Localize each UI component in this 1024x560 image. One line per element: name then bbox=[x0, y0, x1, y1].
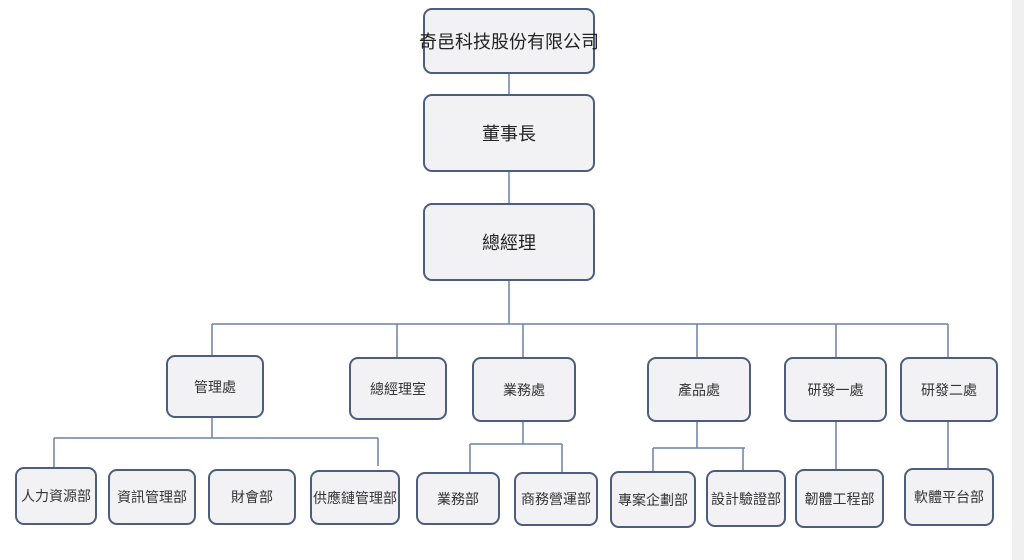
node-label: 業務處 bbox=[503, 382, 545, 399]
node-department: 韌體工程部 bbox=[795, 469, 884, 528]
node-department: 財會部 bbox=[208, 469, 296, 525]
node-department: 資訊管理部 bbox=[108, 469, 196, 525]
node-chairman: 董事長 bbox=[423, 94, 595, 172]
node-label: 韌體工程部 bbox=[804, 491, 875, 508]
node-department: 人力資源部 bbox=[15, 467, 97, 525]
node-department: 供應鏈管理部 bbox=[310, 470, 400, 525]
node-label: 奇邑科技股份有限公司 bbox=[419, 32, 599, 53]
node-division: 研發一處 bbox=[784, 357, 887, 422]
node-label: 總經理室 bbox=[370, 381, 426, 398]
node-company: 奇邑科技股份有限公司 bbox=[419, 8, 599, 74]
node-department: 業務部 bbox=[416, 472, 500, 525]
node-label: 商務營運部 bbox=[521, 492, 591, 508]
node-label: 財會部 bbox=[231, 490, 273, 506]
node-label: 管理處 bbox=[194, 379, 236, 396]
node-label: 軟體平台部 bbox=[914, 490, 984, 506]
node-division: 研發二處 bbox=[900, 357, 998, 422]
node-label: 專案企劃部 bbox=[618, 492, 688, 509]
node-label: 供應鏈管理部 bbox=[313, 490, 397, 507]
node-division: 總經理室 bbox=[349, 357, 447, 420]
node-division: 業務處 bbox=[472, 357, 576, 422]
node-label: 研發一處 bbox=[807, 382, 864, 399]
node-department: 商務營運部 bbox=[514, 472, 598, 526]
node-division: 產品處 bbox=[647, 357, 751, 422]
node-label: 董事長 bbox=[482, 124, 536, 145]
node-label: 設計驗證部 bbox=[711, 491, 781, 508]
page-edge bbox=[1012, 0, 1024, 560]
node-general-manager: 總經理 bbox=[423, 203, 595, 281]
node-label: 研發二處 bbox=[921, 382, 977, 399]
node-label: 業務部 bbox=[437, 491, 479, 508]
node-label: 產品處 bbox=[678, 382, 720, 399]
node-label: 資訊管理部 bbox=[117, 490, 187, 506]
node-department: 設計驗證部 bbox=[706, 470, 786, 527]
node-label: 總經理 bbox=[482, 233, 536, 254]
node-division: 管理處 bbox=[166, 355, 264, 418]
node-department: 專案企劃部 bbox=[610, 471, 696, 528]
node-department: 軟體平台部 bbox=[904, 468, 994, 526]
node-label: 人力資源部 bbox=[21, 489, 91, 505]
